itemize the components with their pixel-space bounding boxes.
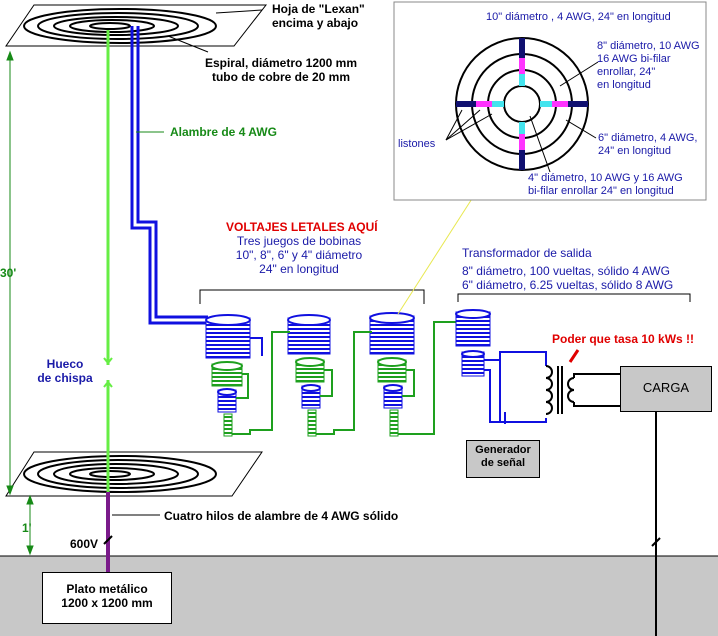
transformer-spec-label: 8" diámetro, 100 vueltas, sólido 4 AWG 6…	[462, 264, 674, 292]
power-arrow	[568, 349, 580, 363]
dimension-30ft	[6, 50, 14, 496]
metal-plate-box	[42, 572, 172, 624]
voltage-600-label: 600V	[70, 537, 99, 551]
transformer-title-label: Transformador de salida	[462, 246, 592, 260]
green-connectors	[232, 321, 456, 435]
capacitor	[499, 410, 506, 424]
load-box	[620, 366, 712, 412]
spark-gap-label: Hueco de chispa	[37, 357, 93, 385]
bottom-spiral	[23, 455, 217, 493]
signal-generator-box	[466, 440, 540, 478]
load-switch	[651, 537, 661, 547]
coil-sets-label: Tres juegos de bobinas 10", 8", 6" y 4" …	[235, 234, 363, 276]
signal-generator-label: Generador de señal	[475, 444, 531, 469]
inset-d8-label: 8" diámetro, 10 AWG 16 AWG bi-filar enro…	[597, 40, 700, 91]
coil-bracket	[199, 289, 425, 304]
top-lexan-sheet	[5, 4, 268, 47]
load-wiring	[573, 373, 657, 636]
top-spiral	[23, 8, 217, 44]
lexan-leader	[215, 9, 263, 14]
four-wires-label: Cuatro hilos de alambre de 4 AWG sólido	[164, 509, 399, 523]
height-30-label: 30'	[0, 266, 17, 280]
bottom-lexan-sheet	[5, 451, 263, 497]
transformer-bracket	[457, 293, 691, 302]
inset-d6-label: 6" diámetro, 4 AWG, 24" en longitud	[598, 132, 698, 157]
inset-leader	[397, 179, 485, 315]
inset-spacers	[456, 38, 588, 170]
inset-d4-label: 4" diámetro, 10 AWG y 16 AWG bi-filar en…	[528, 172, 683, 197]
coil-set-1	[205, 314, 263, 437]
awg4-wire-label: Alambre de 4 AWG	[170, 125, 277, 139]
output-transformer	[455, 309, 491, 377]
height-1-label: 1'	[22, 521, 32, 535]
spark-gap	[104, 365, 112, 380]
coil-set-2	[287, 314, 333, 437]
ground-switch	[103, 535, 113, 545]
transformer-windings	[545, 365, 575, 415]
dimension-1ft	[26, 494, 34, 556]
blue-wire-top	[130, 26, 208, 325]
spiral-leader	[167, 35, 209, 53]
metal-plate-label: Plato metálico 1200 x 1200 mm	[61, 582, 153, 610]
load-label: CARGA	[642, 380, 690, 395]
inset-spacers-label: listones	[398, 138, 436, 150]
spiral-label: Espiral, diámetro 1200 mm tubo de cobre …	[204, 56, 358, 84]
primary-wiring	[484, 351, 547, 423]
inset-d10-label: 10" diámetro , 4 AWG, 24" en longitud	[486, 11, 671, 23]
inset-leaders	[445, 61, 599, 173]
coil-set-3	[369, 312, 415, 437]
lethal-voltage-label: VOLTAJES LETALES AQUÍ	[226, 220, 378, 234]
lexan-sheet-label: Hoja de "Lexan" encima y abajo	[272, 2, 365, 30]
power-rating-label: Poder que tasa 10 kWs !!	[552, 332, 695, 346]
